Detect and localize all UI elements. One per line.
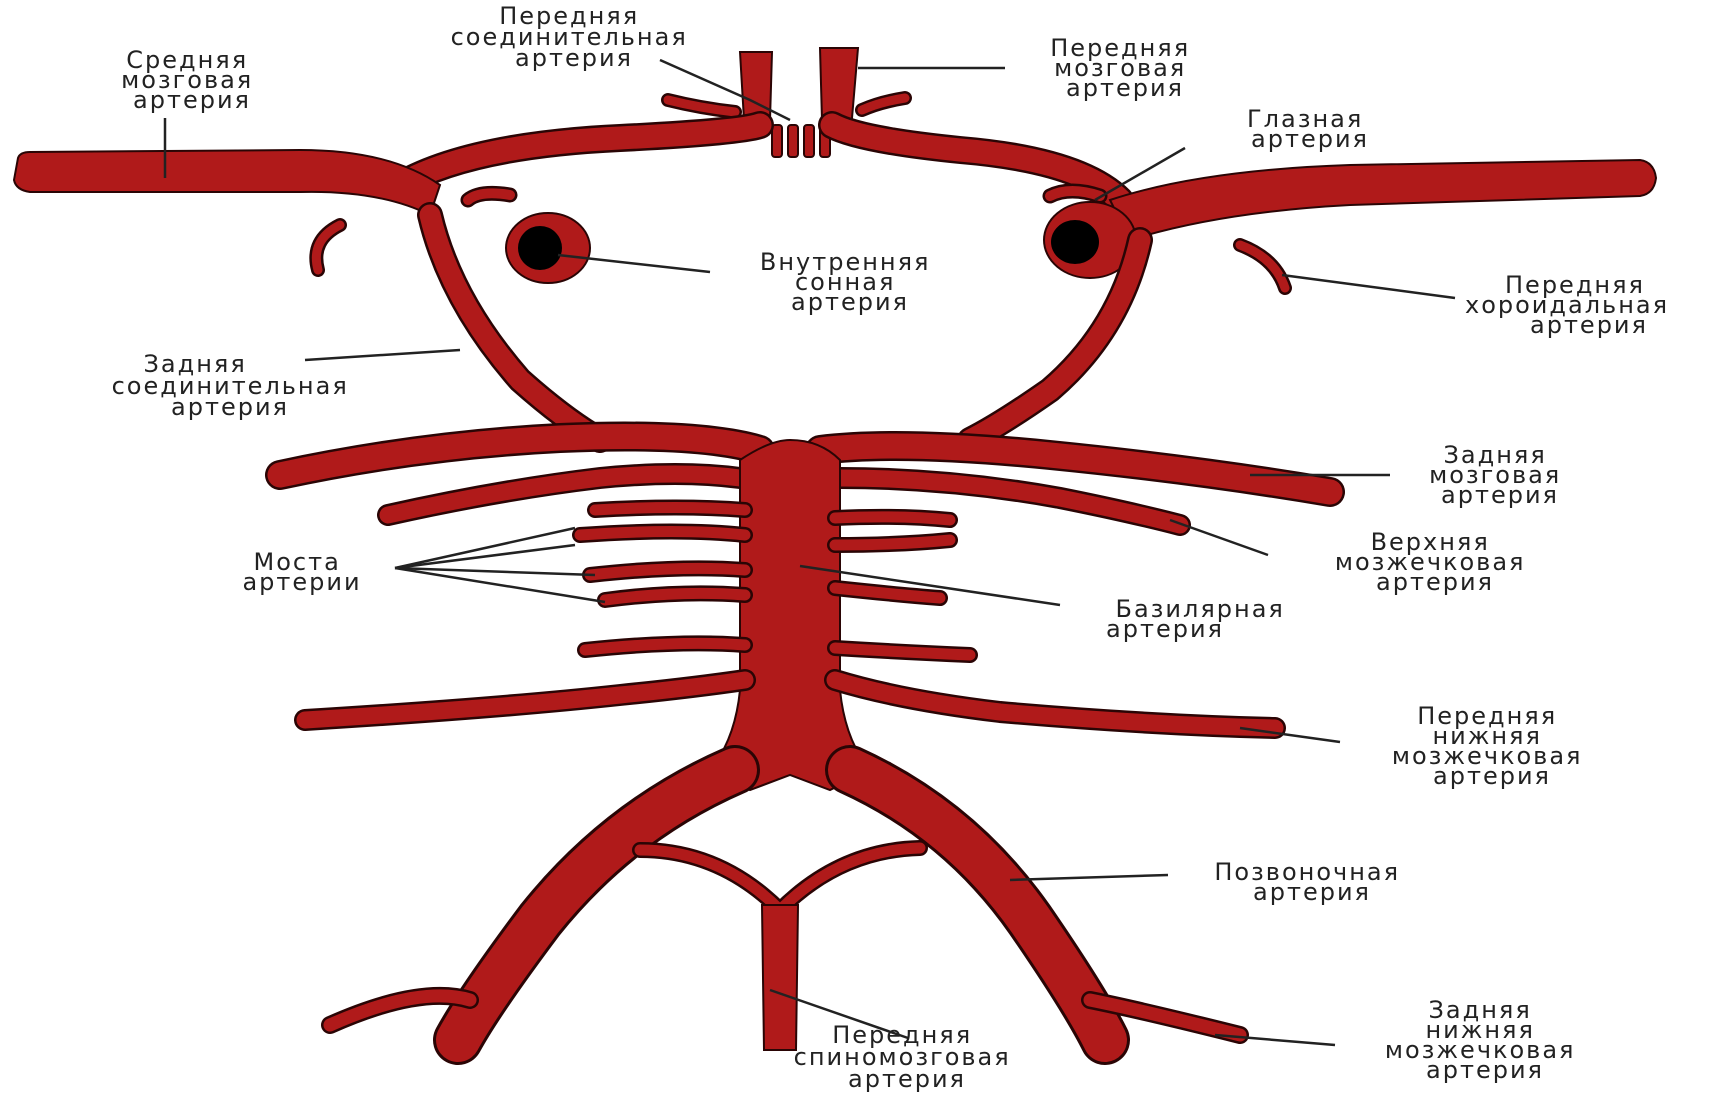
label-anterior-choroidal-artery: Передняя хороидальная артерия — [1465, 271, 1679, 339]
label-basilar-artery: Базилярная артерия — [1106, 595, 1295, 643]
label-pontine-arteries: Моста артерии — [242, 548, 361, 596]
label-ophthalmic-artery: Глазная артерия — [1247, 105, 1373, 153]
label-anterior-spinal-artery: Передняя спиномозговая артерия — [794, 1021, 1021, 1093]
label-internal-carotid-artery: Внутренняя сонная артерия — [760, 248, 940, 316]
label-middle-cerebral-artery: Средняя мозговая артерия — [121, 46, 263, 114]
label-vertebral-artery: Позвоночная артерия — [1214, 858, 1409, 906]
label-anterior-inferior-cerebellar-artery: Передняя нижняя мозжечковая артерия — [1392, 702, 1592, 790]
middle-cerebral-artery-right — [1110, 160, 1656, 240]
label-posterior-cerebral-artery: Задняя мозговая артерия — [1429, 441, 1571, 509]
label-posterior-inferior-cerebellar-artery: Задняя нижняя мозжечковая артерия — [1385, 996, 1585, 1084]
label-anterior-cerebral-artery: Передняя мозговая артерия — [1050, 34, 1200, 102]
anterior-spinal-artery — [762, 905, 798, 1050]
basilar-artery — [710, 440, 870, 790]
label-posterior-communicating-artery: Задняя соединительная артерия — [112, 350, 359, 421]
middle-cerebral-artery-left — [14, 150, 440, 215]
label-superior-cerebellar-artery: Верхняя мозжечковая артерия — [1335, 528, 1535, 596]
